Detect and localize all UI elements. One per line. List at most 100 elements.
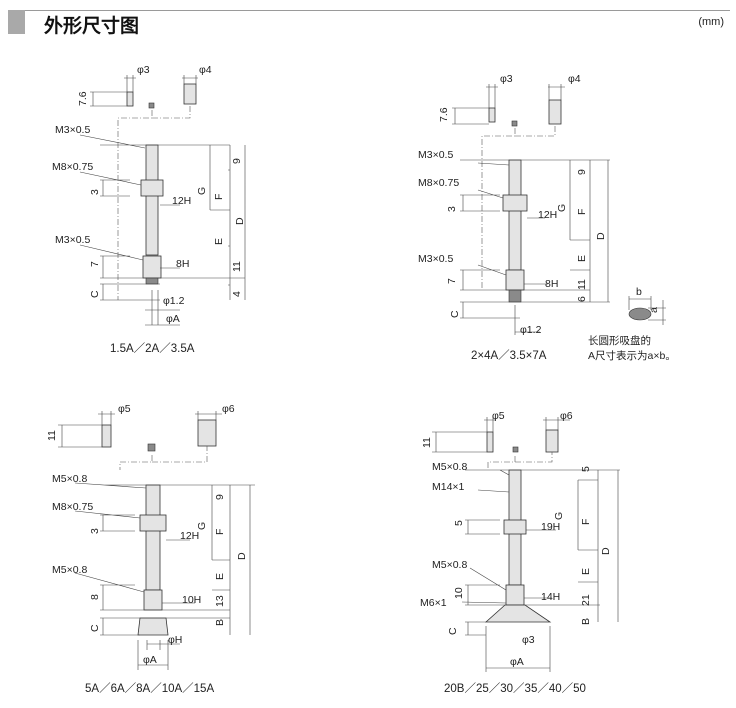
thread-m8: M8×0.75 — [52, 161, 93, 173]
hex-8h: 8H — [176, 258, 189, 270]
pad-holder — [505, 584, 525, 606]
dim-11: 11 — [231, 261, 243, 272]
thread-m5-top: M5×0.8 — [52, 473, 87, 485]
thread-m3-bottom: M3×0.5 — [55, 234, 90, 246]
pad-body — [508, 159, 522, 271]
hex-19h: 19H — [541, 521, 560, 533]
thread-m5-top: M5×0.8 — [432, 461, 467, 473]
hex-12h: 12H — [180, 530, 199, 542]
dim-d: D — [236, 552, 248, 560]
dim-f: F — [580, 519, 592, 525]
dim-7: 7 — [89, 261, 101, 267]
dim-10: 10 — [453, 587, 465, 599]
pad — [137, 617, 169, 636]
thread-m8: M8×0.75 — [418, 177, 459, 189]
dim-g: G — [196, 522, 208, 530]
page-title: 外形尺寸图 — [44, 15, 140, 37]
dim-11: 11 — [46, 430, 58, 441]
model-caption: 20B／25／30／35／40／50 — [444, 682, 586, 695]
thread-m3-top: M3×0.5 — [418, 149, 453, 161]
fitting-phi6 — [197, 419, 217, 447]
dim-a: a — [648, 307, 660, 313]
dim-e: E — [576, 255, 588, 262]
dim-9: 9 — [231, 158, 243, 164]
dim-5-right: 5 — [580, 466, 592, 472]
dim-13: 13 — [214, 595, 226, 607]
thread-m6: M6×1 — [420, 597, 447, 609]
dim-9: 9 — [214, 494, 226, 500]
dim-phi1-2: φ1.2 — [520, 324, 542, 336]
thread-m3-bottom: M3×0.5 — [418, 253, 453, 265]
dim-6: 6 — [576, 296, 588, 302]
dim-11: 11 — [576, 279, 588, 290]
fitting-phi3 — [488, 107, 496, 123]
dim-f: F — [213, 194, 225, 200]
oval-pad-icon — [628, 307, 652, 321]
header-rule — [25, 10, 730, 11]
dim-phi4: φ4 — [199, 64, 212, 76]
dim-7-6: 7.6 — [438, 107, 450, 122]
dim-b: b — [636, 286, 642, 298]
dim-e: E — [213, 238, 225, 245]
hex-8h: 8H — [545, 278, 558, 290]
dim-7: 7 — [446, 278, 458, 284]
dim-b: B — [214, 619, 226, 626]
dim-phi1-2: φ1.2 — [163, 295, 185, 307]
dim-b: B — [580, 618, 592, 625]
dim-f: F — [214, 529, 226, 535]
model-caption: 5A／6A／8A／10A／15A — [85, 682, 214, 695]
fitting-phi5 — [486, 431, 494, 453]
pad — [508, 289, 522, 303]
dim-4: 4 — [231, 291, 243, 297]
dim-g: G — [196, 187, 208, 195]
pad-holder — [505, 269, 525, 291]
dim-phi3: φ3 — [137, 64, 150, 76]
dim-9: 9 — [576, 169, 588, 175]
dim-5: 5 — [453, 520, 465, 526]
hex-nut — [502, 194, 528, 212]
thread-m14: M14×1 — [432, 481, 465, 493]
pad-body — [145, 484, 161, 591]
model-caption: 2×4A／3.5×7A — [471, 349, 547, 362]
hex-nut — [140, 179, 164, 197]
dim-phi3: φ3 — [500, 73, 513, 85]
dim-7-6: 7.6 — [77, 91, 89, 106]
dim-e: E — [580, 568, 592, 575]
thread-m3-top: M3×0.5 — [55, 124, 90, 136]
thread-m5-bottom: M5×0.8 — [52, 564, 87, 576]
dim-f: F — [576, 209, 588, 215]
hex-12h: 12H — [172, 195, 191, 207]
thread-m8: M8×0.75 — [52, 501, 93, 513]
dim-11: 11 — [421, 437, 433, 448]
plug — [148, 102, 155, 109]
plug — [511, 120, 518, 127]
model-caption: 1.5A／2A／3.5A — [110, 342, 195, 355]
drawing-1-5a-2a-3-5a: φ3 φ4 7.6 M3×0.5 M8×0.75 3 12H M3×0.5 7 … — [52, 64, 246, 355]
fitting-phi4 — [548, 99, 562, 125]
dim-d: D — [600, 547, 612, 555]
dim-3: 3 — [446, 206, 458, 212]
dim-phih: φH — [168, 634, 182, 646]
pad — [145, 277, 159, 285]
header-accent-bar — [8, 10, 25, 34]
hex-10h: 10H — [182, 594, 201, 606]
drawing-5a-15a: φ5 φ6 11 M5×0.8 M8×0.75 3 12H M5×0.8 8 1… — [46, 403, 255, 695]
fitting-phi6 — [545, 429, 559, 453]
dim-c: C — [447, 627, 459, 635]
dim-g: G — [553, 512, 565, 520]
dim-phia: φA — [143, 654, 157, 666]
dim-e: E — [214, 573, 226, 580]
fitting-phi3 — [126, 91, 134, 107]
plug — [512, 446, 519, 453]
dim-c: C — [89, 290, 101, 298]
dim-phi5: φ5 — [118, 403, 131, 415]
pad — [484, 604, 552, 623]
dim-phia: φA — [510, 656, 524, 668]
fitting-phi4 — [183, 83, 197, 105]
pad-body — [145, 144, 159, 256]
dim-c: C — [89, 624, 101, 632]
oval-note-line2: A尺寸表示为a×b。 — [588, 349, 676, 362]
dim-21: 21 — [580, 594, 592, 606]
fitting-phi5 — [101, 424, 112, 448]
